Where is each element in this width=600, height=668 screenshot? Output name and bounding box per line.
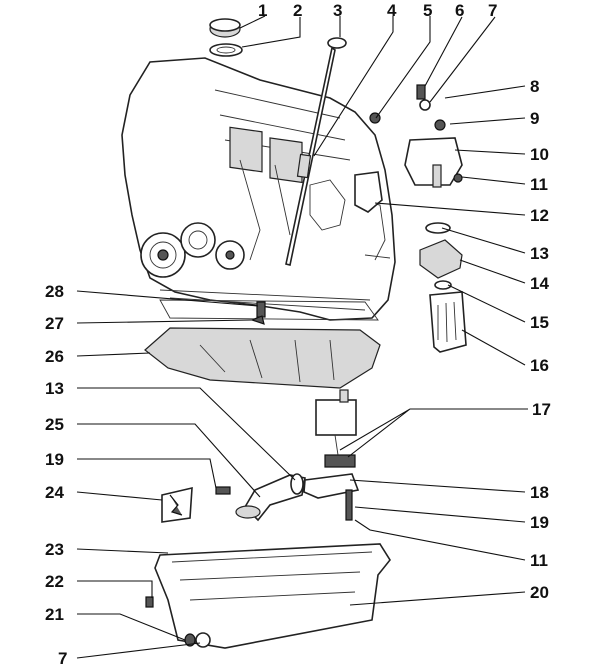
leader-lines bbox=[76, 15, 528, 659]
oil-cooler bbox=[419, 239, 463, 279]
oil-pressure-switch-parts bbox=[416, 84, 446, 131]
oil-return-pipe bbox=[250, 301, 266, 325]
cooler-nut bbox=[434, 280, 452, 290]
dipstick-guide-tube bbox=[296, 153, 312, 179]
callout-12: 12 bbox=[530, 206, 549, 225]
callout-22: 22 bbox=[45, 572, 64, 591]
baffle-plate bbox=[144, 327, 381, 389]
callout-23: 23 bbox=[45, 540, 64, 559]
callout-24: 24 bbox=[45, 483, 64, 502]
callout-11a: 11 bbox=[530, 175, 548, 194]
callout-16: 16 bbox=[530, 356, 549, 375]
callout-14: 14 bbox=[530, 274, 549, 293]
callout-7b: 7 bbox=[58, 649, 67, 668]
callout-18: 18 bbox=[530, 483, 549, 502]
callout-numbers: 1 2 3 4 5 6 7 8 9 10 11 12 13 14 15 16 1… bbox=[45, 1, 551, 668]
callout-9: 9 bbox=[530, 109, 539, 128]
callout-2: 2 bbox=[293, 1, 302, 20]
oil-pump bbox=[303, 389, 360, 521]
callout-3: 3 bbox=[333, 1, 342, 20]
oil-filter-bracket bbox=[404, 137, 463, 188]
callout-10: 10 bbox=[530, 145, 549, 164]
callout-13a: 13 bbox=[530, 244, 549, 263]
oil-filler-cap bbox=[209, 18, 241, 38]
callout-20: 20 bbox=[530, 583, 549, 602]
pan-bolt bbox=[145, 596, 154, 608]
pan-gasket bbox=[159, 299, 379, 321]
callout-28: 28 bbox=[45, 282, 64, 301]
callout-21: 21 bbox=[45, 605, 64, 624]
callout-15: 15 bbox=[530, 313, 549, 332]
pulley-assembly bbox=[140, 222, 245, 278]
filter-seal-ring bbox=[425, 222, 451, 234]
callout-25: 25 bbox=[45, 415, 64, 434]
callout-11b: 11 bbox=[530, 551, 548, 570]
callout-26: 26 bbox=[45, 347, 64, 366]
bolt-19 bbox=[215, 486, 231, 495]
callout-6: 6 bbox=[455, 1, 464, 20]
callout-19b: 19 bbox=[530, 513, 549, 532]
callout-13b: 13 bbox=[45, 379, 64, 398]
callout-8: 8 bbox=[530, 77, 539, 96]
callout-4: 4 bbox=[387, 1, 397, 20]
filler-cap-seal bbox=[209, 43, 243, 57]
callout-27: 27 bbox=[45, 314, 64, 333]
callout-7: 7 bbox=[488, 1, 497, 20]
water-pump-housing bbox=[354, 171, 383, 213]
callout-17: 17 bbox=[532, 400, 551, 419]
engine-block bbox=[121, 57, 396, 321]
oil-level-sensor bbox=[161, 486, 193, 523]
oil-filter bbox=[429, 291, 467, 353]
oil-pan bbox=[154, 543, 391, 649]
callout-19a: 19 bbox=[45, 450, 64, 469]
callout-1: 1 bbox=[258, 1, 267, 20]
callout-5: 5 bbox=[423, 1, 432, 20]
